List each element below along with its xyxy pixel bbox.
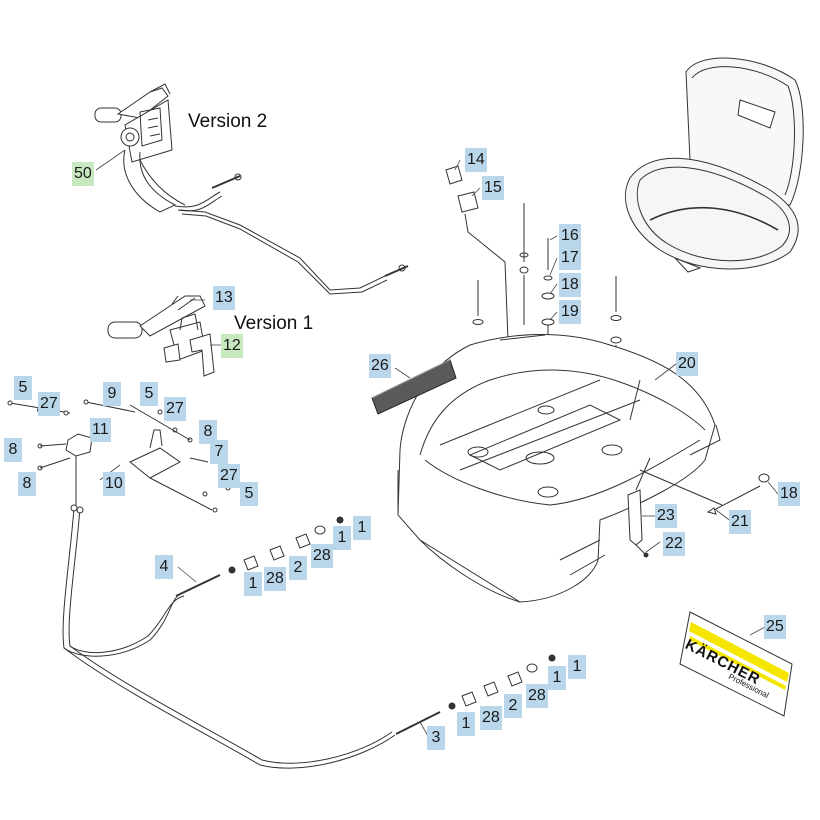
part-label-1-lower-b: 1 [548,666,566,690]
part-label-12: 12 [221,334,243,358]
part-label-21: 21 [729,510,751,534]
part-label-27-mid: 27 [164,397,186,421]
part-label-1-upper-b: 1 [333,526,351,550]
part-label-1-upper-c: 1 [244,572,262,596]
part-label-27-lower: 27 [218,464,240,488]
part-label-28-lower-b: 28 [480,706,502,730]
part-label-25: 25 [764,615,786,639]
part-label-8-lower: 8 [18,472,36,496]
part-label-1-lower-c: 1 [457,712,475,736]
part-label-18-right: 18 [778,482,800,506]
part-label-3: 3 [427,726,445,750]
pin-22-23-drawing [627,457,651,558]
part-label-5-mid: 5 [140,382,158,406]
part-label-11: 11 [90,418,111,442]
seat-drawing [625,57,804,273]
part-label-10: 10 [103,472,125,496]
part-label-14: 14 [465,148,487,172]
part-label-8-right: 8 [199,420,217,444]
part-label-9: 9 [103,382,121,406]
part-label-17: 17 [559,246,581,270]
decal-drawing [679,611,793,717]
part-label-28-lower-a: 28 [526,684,548,708]
part-label-19: 19 [559,300,581,324]
part-label-20: 20 [676,352,698,376]
part-label-4: 4 [155,555,173,579]
version-2-label: Version 2 [188,111,268,132]
cable-hardware-upper-drawing [228,516,344,574]
part-label-27-left: 27 [38,392,60,416]
foam-strip-drawing [371,359,457,415]
seat-plate-drawing [397,334,721,603]
bolt-21-washer-18-drawing [639,469,770,515]
part-label-18-top: 18 [559,273,581,297]
part-label-1-upper-a: 1 [353,516,371,540]
part-label-7: 7 [210,440,228,464]
part-label-28-upper-a: 28 [311,544,333,568]
part-label-2-lower: 2 [504,694,522,718]
part-label-26: 26 [369,354,391,378]
bowden-cables-lower-drawing [62,504,441,769]
part-label-5-lower: 5 [240,482,258,506]
bowden-cable-v2-drawing [174,173,409,295]
part-label-16: 16 [559,224,581,248]
seat-switch-drawing [445,165,509,341]
part-label-1-lower-a: 1 [568,655,586,679]
part-label-15: 15 [482,176,504,200]
part-label-50: 50 [72,162,94,186]
hand-lever-v1-drawing [107,295,215,377]
hand-lever-v2-drawing [94,83,186,213]
part-label-8-left: 8 [4,438,22,462]
part-label-28-upper-b: 28 [264,567,286,591]
part-label-23: 23 [655,504,677,528]
part-label-5-left: 5 [14,376,32,400]
part-label-2-upper: 2 [289,556,307,580]
cable-hardware-lower-drawing [448,654,556,710]
part-label-22: 22 [663,532,685,556]
version-1-label: Version 1 [234,313,314,334]
part-label-13: 13 [213,286,235,310]
leader-lines [95,149,779,737]
